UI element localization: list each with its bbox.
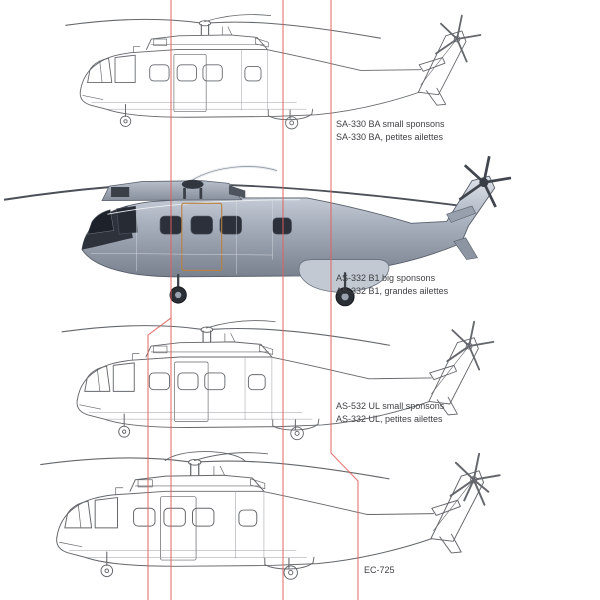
helicopter-drawing-as332-b1 <box>0 155 545 314</box>
caption-line-fr: AS-332 UL, petites ailettes <box>336 413 443 424</box>
sa330-lineart <box>56 14 508 135</box>
helicopter-drawing-ec725 <box>30 451 530 586</box>
rotor-mast <box>183 187 203 199</box>
helicopter-drawing-as532-ul <box>52 320 522 446</box>
as532-lineart <box>52 320 522 446</box>
extra-tail-rotor-blades <box>463 478 490 502</box>
caption-line-fr: SA-330 BA, petites ailettes <box>336 131 444 142</box>
cabin-window <box>190 215 213 235</box>
rotor-hub <box>181 179 204 189</box>
tail-rotor-blades <box>458 155 512 208</box>
ventral-fin <box>453 237 478 260</box>
caption-ec725: EC-725 <box>364 564 395 577</box>
caption-line-en: SA-330 BA small sponsons <box>336 119 445 129</box>
caption-as332: AS-332 B1 big sponsons AS-332 B1, grande… <box>336 272 448 297</box>
cabin-window <box>272 217 292 235</box>
as332-render <box>3 155 512 307</box>
caption-line-fr: AS-332 B1, grandes ailettes <box>336 285 449 296</box>
helicopter-drawing-sa330-ba <box>56 14 508 135</box>
caption-line-en: EC-725 <box>364 565 395 575</box>
caption-sa330: SA-330 BA small sponsons SA-330 BA, peti… <box>336 118 445 143</box>
main-rotor-blade-upper <box>191 165 278 182</box>
tail-rotor-hub <box>479 177 489 188</box>
exhaust <box>228 185 246 198</box>
cockpit-window <box>116 205 138 235</box>
cabin-window <box>159 215 183 235</box>
windshield <box>87 209 115 235</box>
engine-intake <box>111 187 130 197</box>
cabin-window <box>219 215 242 235</box>
caption-line-en: AS-532 UL small sponsons <box>336 401 445 411</box>
engine-deck <box>101 180 243 202</box>
caption-as532: AS-532 UL small sponsons AS-332 UL, peti… <box>336 400 444 425</box>
caption-line-en: AS-332 B1 big sponsons <box>336 273 436 283</box>
ec725-lineart <box>30 451 530 586</box>
cargo-door <box>181 202 223 272</box>
stabilizer <box>446 205 477 223</box>
